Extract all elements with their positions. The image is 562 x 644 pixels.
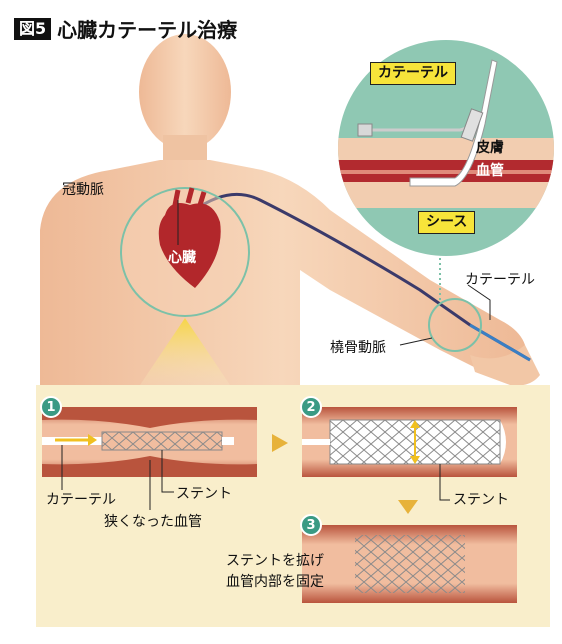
label-skin: 皮膚	[476, 140, 504, 156]
catheter-line	[194, 192, 531, 362]
tag-sheath: シース	[418, 211, 476, 234]
magnify-beam	[140, 318, 230, 385]
wrist-magnify-circle	[428, 298, 482, 352]
leader-lines	[61, 200, 491, 510]
step2-badge: 2	[300, 396, 322, 418]
label-coronary: 冠動脈	[62, 182, 104, 198]
step3-desc-line2: 血管内部を固定	[226, 574, 324, 590]
step1-stent-label: ステント	[176, 486, 232, 502]
step1-catheter-label: カテーテル	[46, 492, 116, 508]
step3-badge: 3	[300, 514, 322, 536]
title-text: 心臓カテーテル治療	[57, 18, 238, 42]
step1-vessel	[42, 407, 257, 477]
tag-catheter-inset: カテーテル	[370, 62, 456, 85]
step1-narrowed-label: 狭くなった血管	[104, 514, 202, 530]
inset-circle	[338, 40, 554, 256]
label-heart: 心臓	[168, 250, 196, 266]
step2-stent-label: ステント	[453, 492, 509, 508]
label-catheter-arm: カテーテル	[465, 272, 535, 288]
step3-desc-line1: ステントを拡げ	[226, 553, 324, 569]
step2-vessel	[302, 407, 517, 477]
label-vessel: 血管	[476, 163, 504, 179]
figure-title: 図5 心臓カテーテル治療	[14, 14, 237, 43]
arrow-down	[398, 500, 418, 514]
step1-badge: 1	[40, 396, 62, 418]
heart-shape	[158, 202, 221, 288]
arrow-right	[272, 434, 288, 452]
label-radial-artery: 橈骨動脈	[330, 340, 386, 356]
figure-number: 図5	[14, 17, 52, 40]
step3-vessel	[302, 525, 517, 603]
